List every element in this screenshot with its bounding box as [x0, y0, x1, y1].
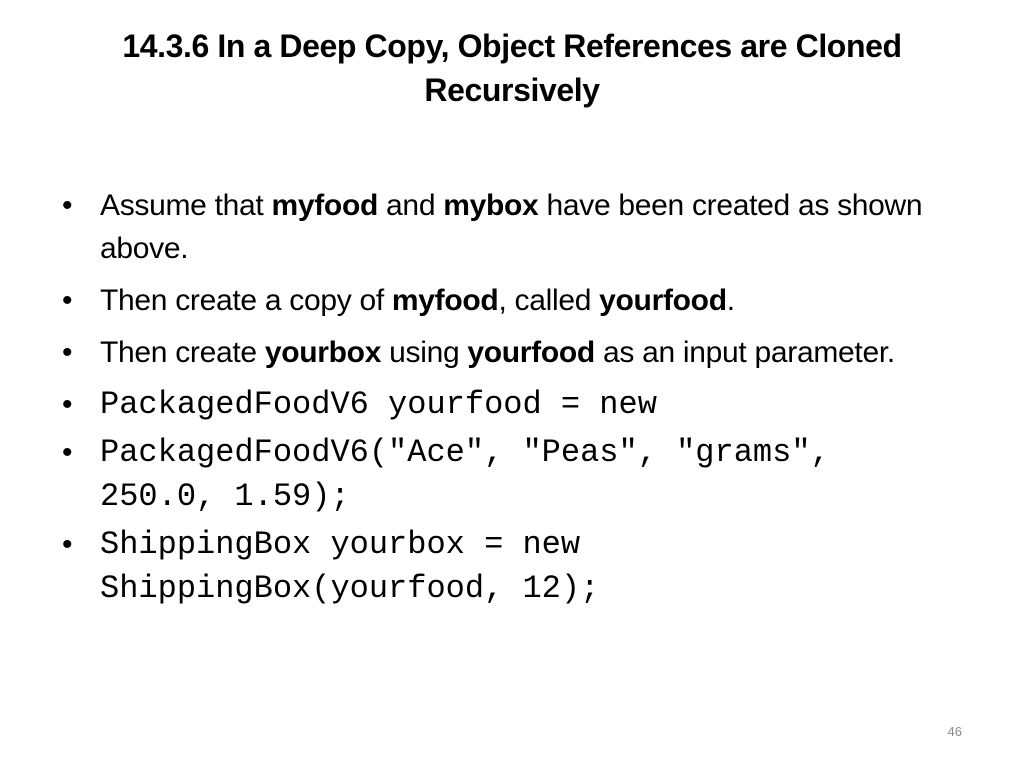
bullet-list: • Assume that myfood and mybox have been… [62, 184, 962, 615]
bullet-text: Assume that [100, 189, 272, 222]
bullet-glyph: • [62, 189, 73, 222]
bullet-item: • Then create a copy of myfood, called y… [62, 279, 962, 322]
bullet-bold-term: myfood [271, 189, 379, 222]
bullet-text: Then create [100, 336, 265, 369]
bullet-text: and [378, 189, 444, 222]
bullet-bold-term: mybox [443, 189, 539, 222]
bullet-glyph: • [62, 336, 73, 369]
bullet-text: Then create a copy of [100, 284, 392, 317]
code-bullet-item: • PackagedFoodV6("Ace", "Peas", "grams",… [62, 431, 962, 519]
bullet-item: • Assume that myfood and mybox have been… [62, 184, 962, 270]
code-bullet-item: • PackagedFoodV6 yourfood = new [62, 383, 962, 427]
bullet-glyph: • [62, 284, 73, 317]
code-line: ShippingBox yourbox = new ShippingBox(yo… [100, 526, 600, 607]
bullet-glyph: • [62, 528, 73, 561]
bullet-text: as an input parameter. [594, 336, 895, 369]
bullet-glyph: • [62, 388, 73, 421]
bullet-text: have been created as shown above. [100, 189, 923, 265]
code-line: PackagedFoodV6 yourfood = new [100, 386, 657, 423]
code-line: PackagedFoodV6("Ace", "Peas", "grams", 2… [100, 434, 830, 515]
bullet-bold-term: yourfood [467, 336, 595, 369]
code-bullet-item: • ShippingBox yourbox = new ShippingBox(… [62, 523, 962, 611]
bullet-text: . [726, 284, 735, 317]
bullet-bold-term: myfood [391, 284, 499, 317]
bullet-text: , called [498, 284, 600, 317]
page-number: 46 [947, 724, 962, 739]
slide-title: 14.3.6 In a Deep Copy, Object References… [122, 28, 902, 108]
bullet-bold-term: yourbox [264, 336, 382, 369]
bullet-bold-term: yourfood [599, 284, 727, 317]
bullet-item: • Then create yourbox using yourfood as … [62, 331, 962, 374]
bullet-text: using [381, 336, 468, 369]
bullet-glyph: • [62, 436, 73, 469]
